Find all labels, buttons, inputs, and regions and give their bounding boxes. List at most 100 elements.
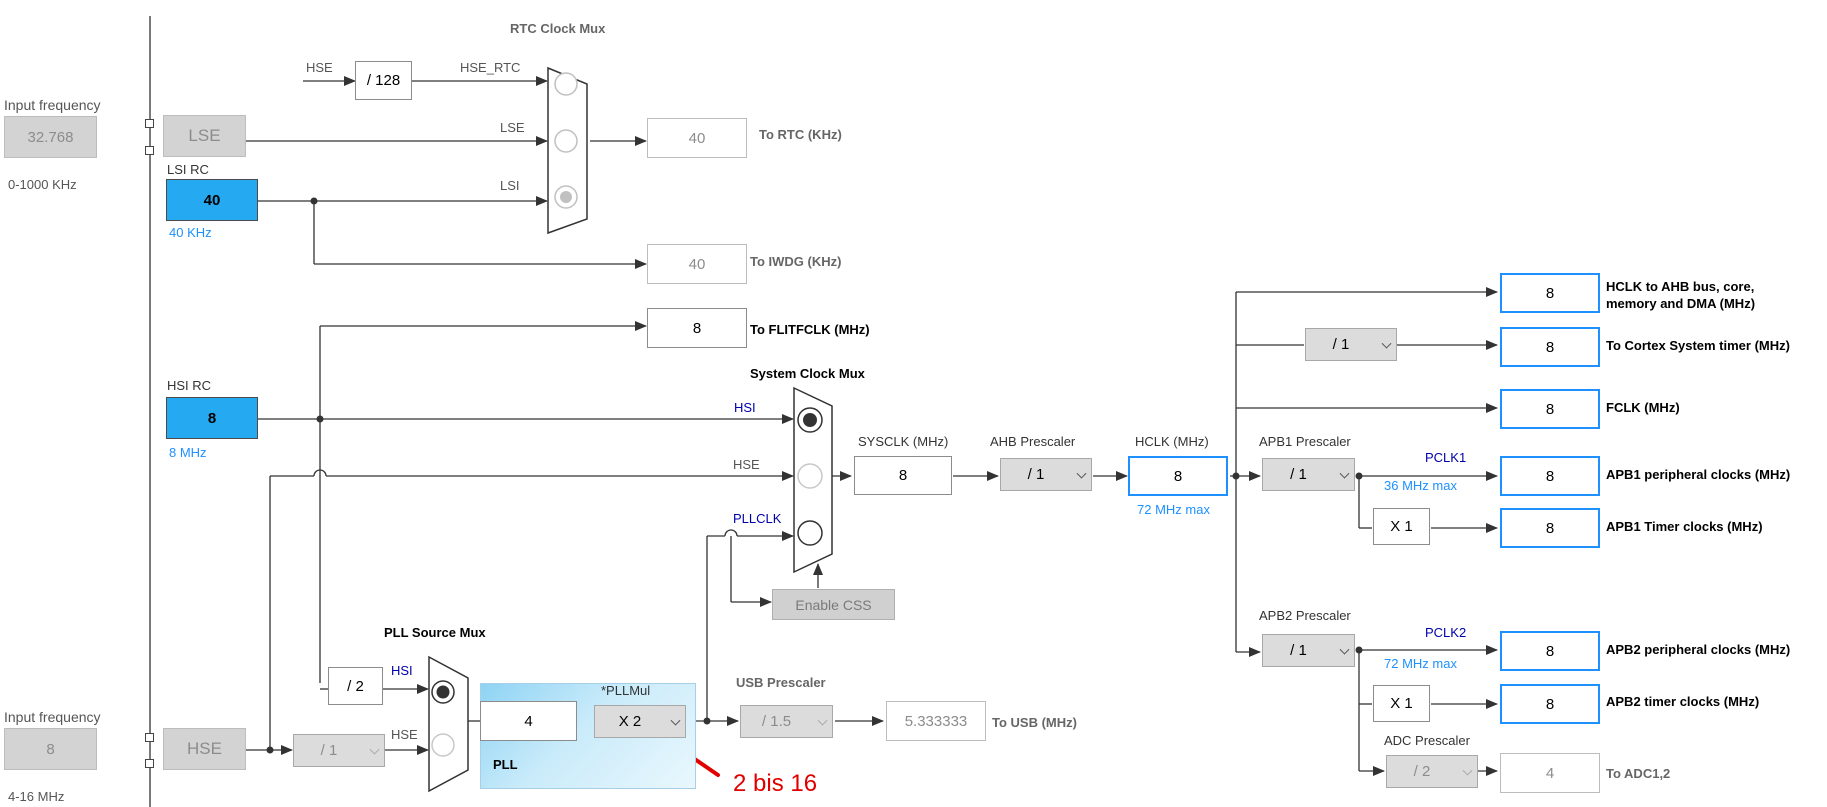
hsi-div2-divider: / 2: [328, 667, 383, 705]
rtc-lse-input-label: LSE: [500, 120, 525, 135]
apb2-timer-label: APB2 timer clocks (MHz): [1606, 694, 1760, 709]
apb2-prescaler-value: / 1: [1290, 642, 1307, 659]
adc-prescaler-value: / 2: [1413, 763, 1431, 780]
hse-prediv-value: / 1: [320, 742, 338, 759]
to-flitfclk-value: 8: [647, 308, 747, 348]
pll-input-value: 4: [480, 701, 577, 741]
apb1-max-label: 36 MHz max: [1384, 478, 1457, 493]
apb2-timer-value: 8: [1500, 684, 1600, 724]
lse-source-box[interactable]: LSE: [163, 115, 246, 157]
chevron-down-icon: [1076, 468, 1087, 479]
sysmux-pllclk-label: PLLCLK: [733, 511, 782, 526]
system-clock-mux-title: System Clock Mux: [750, 366, 865, 381]
to-flitfclk-label: To FLITFCLK (MHz): [750, 322, 870, 337]
hse-source-box[interactable]: HSE: [163, 728, 246, 770]
adc-prescaler-select[interactable]: / 2: [1386, 755, 1478, 788]
to-rtc-value: 40: [647, 118, 747, 158]
cortex-prescaler-value: / 1: [1332, 336, 1350, 353]
usb-prescaler-value: / 1.5: [761, 713, 792, 730]
apb1-prescaler-label: APB1 Prescaler: [1259, 434, 1351, 449]
chevron-down-icon: [1339, 468, 1350, 479]
pclk2-label: PCLK2: [1425, 625, 1467, 640]
chevron-down-icon: [1339, 644, 1350, 655]
pll-mul-label: *PLLMul: [601, 683, 651, 698]
pll-source-mux-title: PLL Source Mux: [384, 625, 486, 640]
ahb-prescaler-value: / 1: [1027, 466, 1045, 483]
chevron-down-icon: [670, 715, 681, 726]
apb2-max-label: 72 MHz max: [1384, 656, 1457, 671]
chevron-down-icon: [369, 744, 380, 755]
chevron-down-icon: [1462, 765, 1473, 776]
to-adc-value: 4: [1500, 753, 1600, 793]
to-iwdg-label: To IWDG (KHz): [750, 254, 842, 269]
rtc-clock-mux-title: RTC Clock Mux: [510, 21, 606, 36]
apb2-peripheral-label: APB2 peripheral clocks (MHz): [1606, 642, 1791, 657]
adc-prescaler-label: ADC Prescaler: [1384, 733, 1470, 748]
enable-css-button[interactable]: Enable CSS: [772, 589, 895, 620]
hclk-ahb-value: 8: [1500, 273, 1600, 313]
sysmux-hse-label: HSE: [733, 457, 760, 472]
to-iwdg-value: 40: [647, 244, 747, 284]
apb1-timer-label: APB1 Timer clocks (MHz): [1606, 519, 1763, 534]
to-usb-value: 5.333333: [886, 701, 986, 741]
lse-input-frequency-field[interactable]: 32.768: [4, 116, 97, 158]
fclk-value: 8: [1500, 389, 1600, 429]
hse-range-label: 4-16 MHz: [8, 789, 65, 804]
hclk-max-label: 72 MHz max: [1137, 502, 1210, 517]
hclk-label: HCLK (MHz): [1135, 434, 1209, 449]
apb2-prescaler-label: APB2 Prescaler: [1259, 608, 1351, 623]
lsi-frequency-label: 40 KHz: [169, 225, 212, 240]
lsi-rc-source-box[interactable]: 40: [166, 179, 258, 221]
apb1-timer-multiplier: X 1: [1373, 508, 1430, 545]
ahb-prescaler-select[interactable]: / 1: [1000, 458, 1092, 491]
apb1-timer-value: 8: [1500, 508, 1600, 548]
hse-prediv-select[interactable]: / 1: [293, 734, 385, 767]
chevron-down-icon: [1381, 338, 1392, 349]
lse-connector-2: [145, 146, 154, 155]
pll-mux-hse-label: HSE: [391, 727, 418, 742]
pclk1-label: PCLK1: [1425, 450, 1467, 465]
rtc-hse-input-label: HSE: [306, 60, 333, 75]
hse-input-frequency-label: Input frequency: [4, 709, 101, 725]
hse-rtc-signal-label: HSE_RTC: [460, 60, 521, 75]
pll-mul-select[interactable]: X 2: [594, 705, 686, 738]
usb-prescaler-label: USB Prescaler: [736, 675, 826, 690]
sysmux-hsi-label: HSI: [734, 400, 756, 415]
to-usb-label: To USB (MHz): [992, 715, 1077, 730]
lse-connector-1: [145, 119, 154, 128]
hclk-ahb-label-line2: memory and DMA (MHz): [1606, 296, 1756, 311]
hse-input-frequency-field[interactable]: 8: [4, 728, 97, 770]
pll-mul-range-annotation: 2 bis 16: [733, 770, 818, 797]
apb1-prescaler-value: / 1: [1290, 466, 1307, 483]
cortex-timer-value: 8: [1500, 327, 1600, 367]
apb1-prescaler-select[interactable]: / 1: [1262, 458, 1355, 491]
hclk-input[interactable]: 8: [1128, 456, 1228, 496]
lse-range-label: 0-1000 KHz: [8, 177, 77, 192]
hsi-rc-label: HSI RC: [167, 378, 212, 393]
pll-block-label: PLL: [493, 757, 518, 772]
pll-mux-hsi-label: HSI: [391, 663, 413, 678]
hse-connector-1: [145, 733, 154, 742]
cortex-timer-label: To Cortex System timer (MHz): [1606, 338, 1790, 353]
usb-prescaler-select[interactable]: / 1.5: [740, 705, 833, 738]
to-adc-label: To ADC1,2: [1606, 766, 1671, 781]
pll-mul-value: X 2: [618, 713, 642, 730]
hse-connector-2: [145, 759, 154, 768]
fclk-label: FCLK (MHz): [1606, 400, 1680, 415]
lsi-rc-label: LSI RC: [167, 162, 209, 177]
apb2-prescaler-select[interactable]: / 1: [1262, 634, 1355, 667]
hse-rtc-divider: / 128: [355, 61, 412, 100]
apb2-timer-multiplier: X 1: [1373, 685, 1430, 722]
apb1-peripheral-label: APB1 peripheral clocks (MHz): [1606, 467, 1791, 482]
sysclk-label: SYSCLK (MHz): [858, 434, 949, 449]
sysclk-value: 8: [854, 456, 952, 495]
to-rtc-label: To RTC (KHz): [759, 127, 842, 142]
hsi-rc-source-box[interactable]: 8: [166, 397, 258, 439]
chevron-down-icon: [817, 715, 828, 726]
ahb-prescaler-label: AHB Prescaler: [990, 434, 1076, 449]
hclk-ahb-label-line1: HCLK to AHB bus, core,: [1606, 279, 1755, 294]
lse-input-frequency-label: Input frequency: [4, 97, 101, 113]
cortex-prescaler-select[interactable]: / 1: [1305, 328, 1397, 361]
